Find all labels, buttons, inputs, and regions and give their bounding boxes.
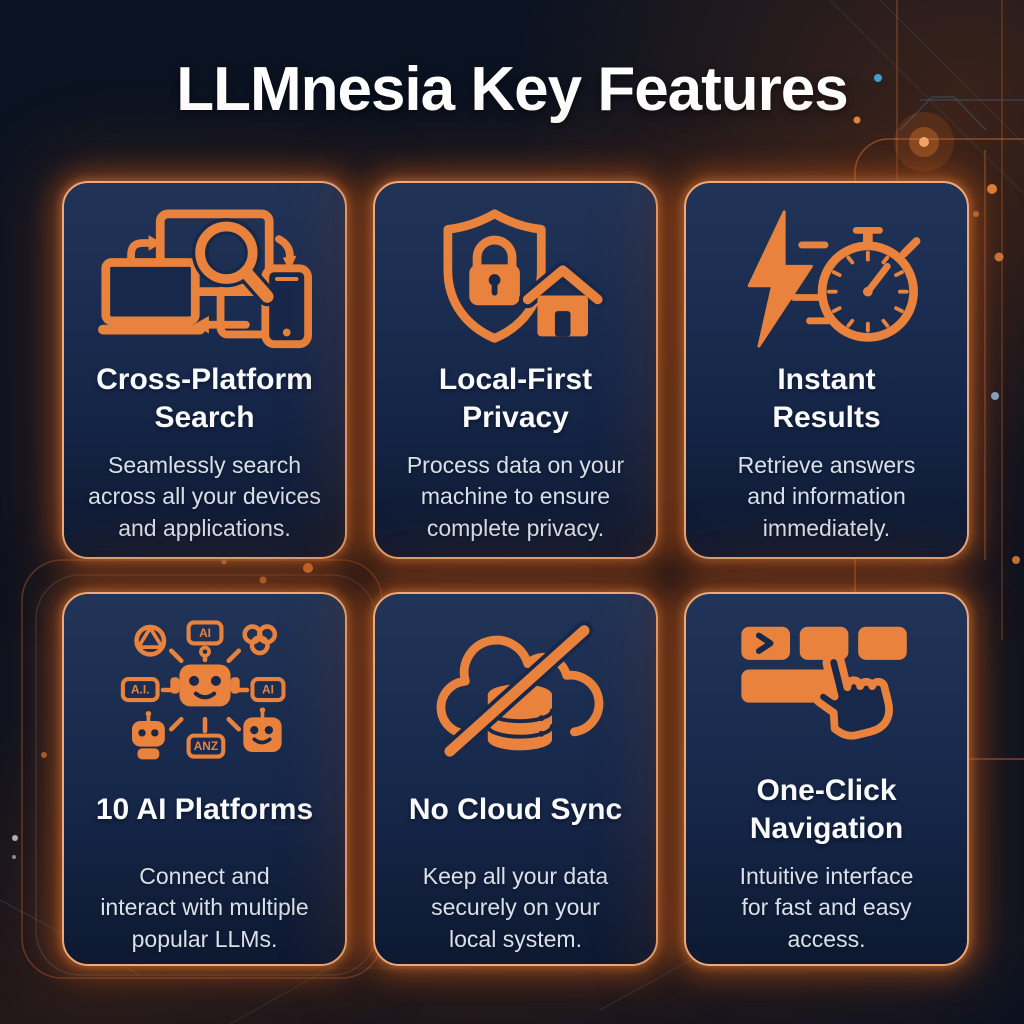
card-ten-ai-platforms: AI A.I. AI ANZ 10 AI Platforms [62, 592, 347, 966]
card-title: One-Click Navigation [749, 773, 904, 845]
card-one-click-navigation: One-Click Navigation Intuitive interface… [684, 592, 969, 966]
card-icon [416, 205, 616, 353]
card-cross-platform-search: Cross-Platform Search Seamlessly search … [62, 181, 347, 559]
card-description: Seamlessly search across all your device… [88, 452, 321, 541]
buttons-hand-cursor-icon [740, 626, 907, 740]
card-title: Instant Results [772, 362, 881, 434]
card-title: 10 AI Platforms [95, 792, 314, 826]
cloud-database-slash-icon [436, 621, 603, 761]
ai-badge-top: AI [199, 626, 211, 640]
card-title: Local-First Privacy [438, 362, 593, 434]
card-icon [727, 616, 927, 764]
card-title: Cross-Platform Search [96, 362, 313, 434]
card-title: No Cloud Sync [408, 792, 623, 826]
card-icon [97, 205, 312, 353]
ai-badge-right: AI [262, 683, 274, 697]
card-icon [720, 205, 934, 353]
card-icon: AI A.I. AI ANZ [106, 616, 304, 764]
mini-robot-left [131, 710, 165, 760]
ai-badge-left: A.I. [130, 683, 148, 697]
page-title: LLMnesia Key Features [176, 55, 849, 124]
shield-lock-home-icon [442, 209, 607, 343]
card-icon [416, 616, 616, 764]
card-description: Retrieve answers and information immedia… [737, 452, 916, 541]
ai-platforms-icon: AI A.I. AI ANZ [120, 620, 286, 760]
card-no-cloud-sync: No Cloud Sync Keep all your data securel… [373, 592, 658, 966]
card-description: Connect and interact with multiple popul… [100, 863, 309, 952]
card-description: Keep all your data securely on your loca… [422, 863, 609, 952]
clover-logo-glyph [241, 624, 277, 656]
card-instant-results: Instant Results Retrieve answers and inf… [684, 181, 969, 559]
lightning-stopwatch-icon [747, 210, 920, 348]
mini-robot-right [242, 707, 282, 753]
openai-logo-glyph [133, 624, 166, 657]
ai-badge-bottom: ANZ [193, 739, 217, 753]
card-local-first-privacy: Local-First Privacy Process data on your… [373, 181, 658, 559]
devices-search-icon [97, 209, 312, 349]
card-description: Process data on your machine to ensure c… [406, 452, 625, 541]
card-description: Intuitive interface for fast and easy ac… [739, 863, 914, 952]
hand-cursor-glyph [811, 651, 893, 740]
